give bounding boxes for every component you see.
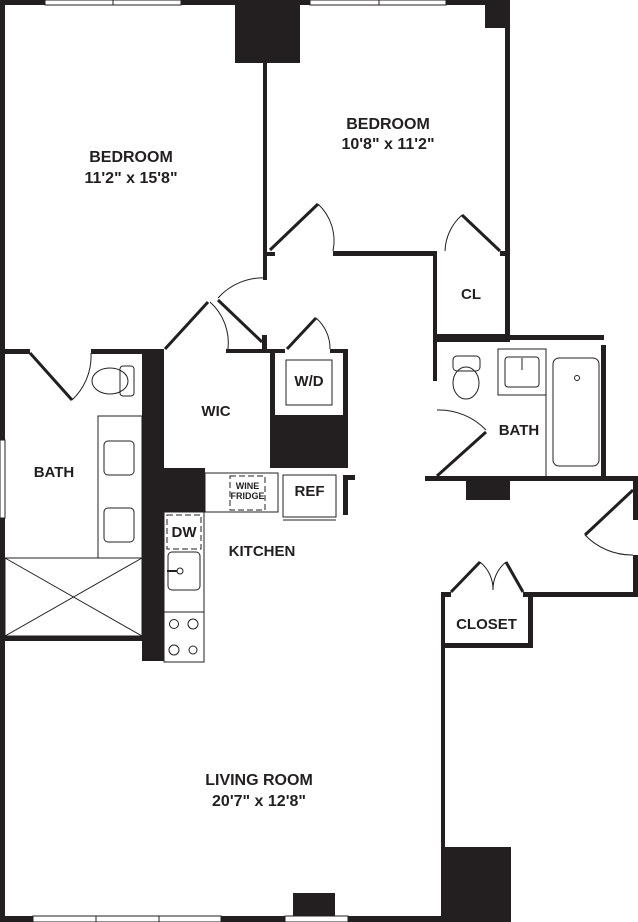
dishwasher-label: DW <box>171 524 197 541</box>
kitchen-label: KITCHEN <box>228 543 296 560</box>
bedroom-2-dimensions: 10'8" x 11'2" <box>341 136 435 153</box>
closet-cl-label: CL <box>461 286 481 303</box>
bedroom-2-label: BEDROOM <box>346 116 430 133</box>
closet-label: CLOSET <box>456 616 517 633</box>
windows <box>0 0 447 922</box>
living-room-dimensions: 20'7" x 12'8" <box>212 793 306 810</box>
fixtures <box>4 202 635 663</box>
refrigerator-label: REF <box>294 483 325 500</box>
bedroom-1-dimensions: 11'2" x 15'8" <box>84 170 178 187</box>
bedroom-1-label: BEDROOM <box>89 149 173 166</box>
wine-fridge-label-line2: FRIDGE <box>230 491 265 501</box>
living-room-label: LIVING ROOM <box>205 772 313 789</box>
wic-label: WIC <box>201 403 231 420</box>
washer-dryer-label: W/D <box>294 373 324 390</box>
wine-fridge-label-line1: WINE <box>235 481 260 491</box>
bath-2-label: BATH <box>498 422 540 439</box>
bath-1-label: BATH <box>33 464 75 481</box>
